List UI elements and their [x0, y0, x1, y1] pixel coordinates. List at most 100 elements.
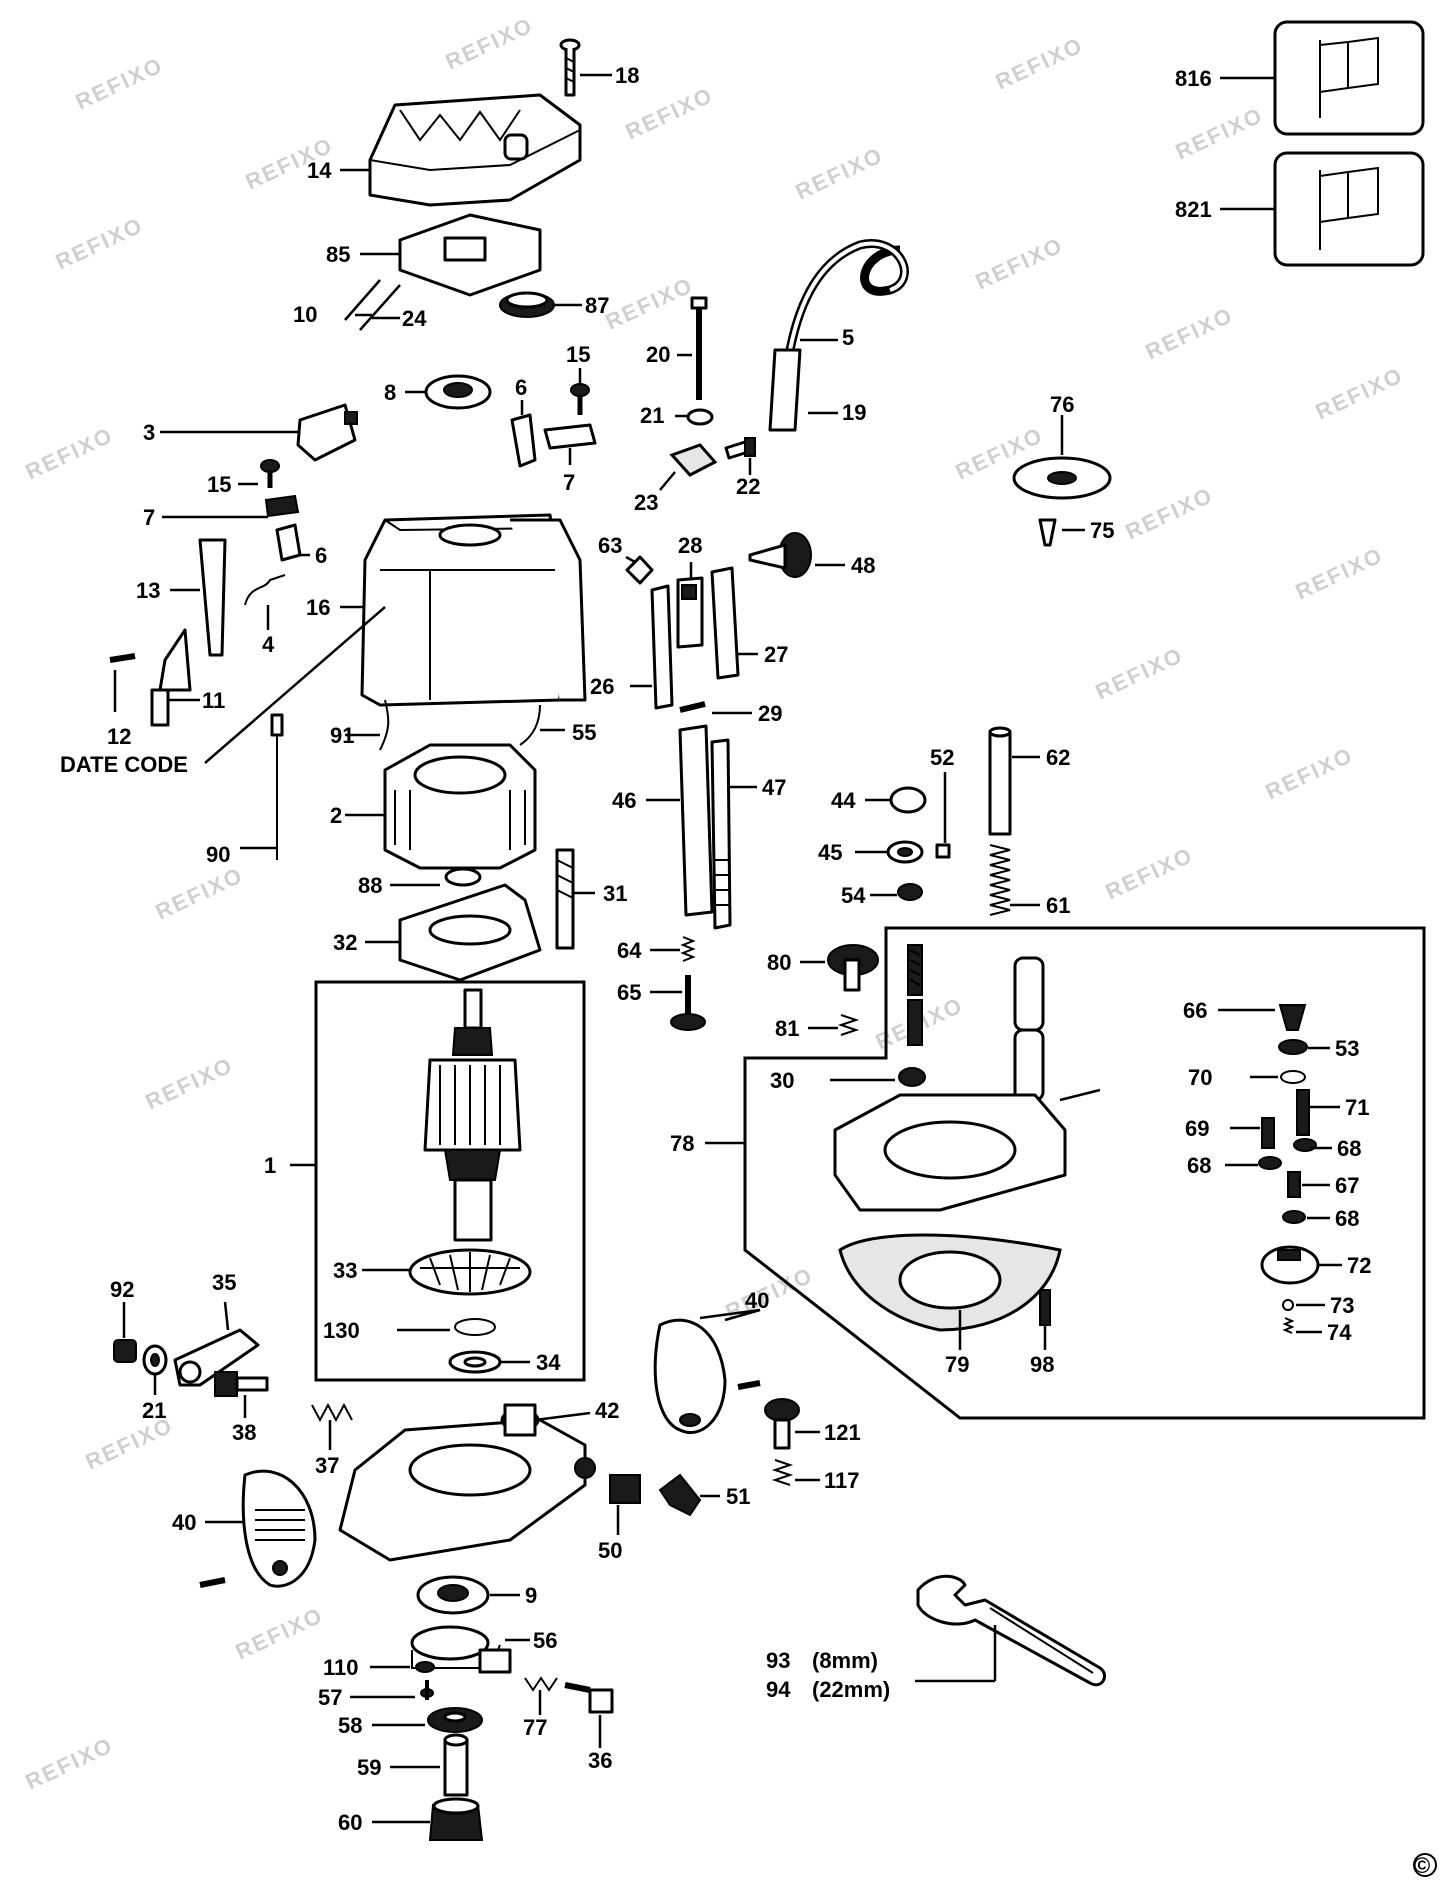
label-821: 821	[1175, 197, 1212, 222]
wrench-93-94	[915, 1574, 1106, 1687]
screw-20	[677, 296, 708, 400]
rack-47	[710, 738, 757, 930]
label-22: 22	[736, 474, 760, 499]
watermark: REFIXO	[1312, 362, 1408, 424]
column-46	[646, 724, 714, 917]
screw-75	[1038, 518, 1085, 547]
label-21a: 21	[640, 403, 664, 428]
collet-59	[390, 1733, 469, 1797]
base-plate-group-78	[705, 926, 1426, 1420]
screw-65	[650, 975, 706, 1031]
washer-21b	[142, 1344, 168, 1395]
label-27: 27	[764, 642, 788, 667]
label-76: 76	[1050, 392, 1074, 417]
watermark: REFIXO	[1102, 842, 1198, 904]
armature-group-1	[290, 980, 586, 1382]
plate-76	[1012, 415, 1112, 500]
label-23: 23	[634, 490, 658, 515]
instruction-sheet-821	[1220, 151, 1425, 267]
label-68a: 68	[1337, 1136, 1361, 1161]
label-36: 36	[588, 1748, 612, 1773]
label-9: 9	[525, 1583, 537, 1608]
label-68c: 68	[1335, 1206, 1359, 1231]
label-10: 10	[293, 302, 317, 327]
label-24: 24	[402, 306, 427, 331]
instruction-sheet-816	[1220, 20, 1425, 136]
motor-cover-14	[340, 93, 582, 207]
label-57: 57	[318, 1685, 342, 1710]
label-35: 35	[212, 1270, 236, 1295]
part-63	[625, 555, 654, 585]
switch-3	[160, 403, 358, 462]
label-37: 37	[315, 1453, 339, 1478]
watermark: REFIXO	[232, 1602, 328, 1664]
pad-50	[609, 1474, 641, 1535]
label-59: 59	[357, 1755, 381, 1780]
baffle-32	[365, 883, 542, 982]
screw-12	[109, 653, 136, 712]
label-74: 74	[1327, 1320, 1352, 1345]
bearing-housing-56	[410, 1625, 530, 1674]
label-7a: 7	[563, 470, 575, 495]
label-2: 2	[330, 803, 342, 828]
brush-6b	[275, 523, 310, 562]
label-7b: 7	[143, 505, 155, 530]
base-42	[338, 1403, 596, 1562]
label-70: 70	[1188, 1065, 1212, 1090]
label-60: 60	[338, 1810, 362, 1835]
screw-57	[350, 1680, 434, 1700]
spring-117	[771, 1459, 820, 1486]
screw-18	[559, 38, 612, 97]
label-63: 63	[598, 533, 622, 558]
brush-6a	[510, 400, 537, 468]
label-87: 87	[585, 293, 609, 318]
watermark: REFIXO	[1142, 302, 1238, 364]
terminal-11	[150, 628, 200, 727]
label-55: 55	[572, 720, 596, 745]
screw-22	[724, 437, 756, 475]
watermark: REFIXO	[22, 422, 118, 484]
label-28: 28	[678, 533, 702, 558]
label-52: 52	[930, 745, 954, 770]
part-26	[630, 584, 674, 710]
screw-15b	[238, 459, 280, 488]
watermark: REFIXO	[622, 82, 718, 144]
watermark: REFIXO	[992, 32, 1088, 94]
label-33: 33	[333, 1258, 357, 1283]
watermark: REFIXO	[1292, 542, 1388, 604]
label-29: 29	[758, 701, 782, 726]
label-20: 20	[646, 342, 670, 367]
label-67: 67	[1335, 1173, 1359, 1198]
label-85: 85	[326, 242, 350, 267]
label-117: 117	[824, 1468, 860, 1493]
spring-37	[311, 1402, 353, 1450]
label-68b: 68	[1187, 1153, 1211, 1178]
watermark: REFIXO	[602, 272, 698, 334]
collet-nut-60	[372, 1797, 484, 1841]
knob-121	[764, 1398, 820, 1450]
washer-88	[390, 867, 482, 887]
label-93: 93	[766, 1648, 790, 1673]
brush-holder-7b	[162, 494, 300, 519]
watermark: REFIXO	[442, 12, 538, 74]
label-98: 98	[1030, 1352, 1054, 1377]
nut-45	[855, 840, 924, 864]
label-90: 90	[206, 842, 230, 867]
part-27	[710, 566, 758, 680]
label-53: 53	[1335, 1036, 1359, 1061]
bearing-9	[416, 1575, 520, 1615]
label-66: 66	[1183, 998, 1207, 1023]
watermark: REFIXO	[1172, 102, 1268, 164]
cap-44	[865, 786, 927, 814]
part-28	[676, 562, 704, 649]
label-19: 19	[842, 400, 866, 425]
rod-62	[988, 726, 1040, 836]
nut-54	[870, 883, 923, 901]
knob-48	[748, 532, 845, 578]
label-6a: 6	[515, 375, 527, 400]
label-14: 14	[307, 158, 332, 183]
label-61: 61	[1046, 893, 1070, 918]
label-91: 91	[330, 723, 354, 748]
